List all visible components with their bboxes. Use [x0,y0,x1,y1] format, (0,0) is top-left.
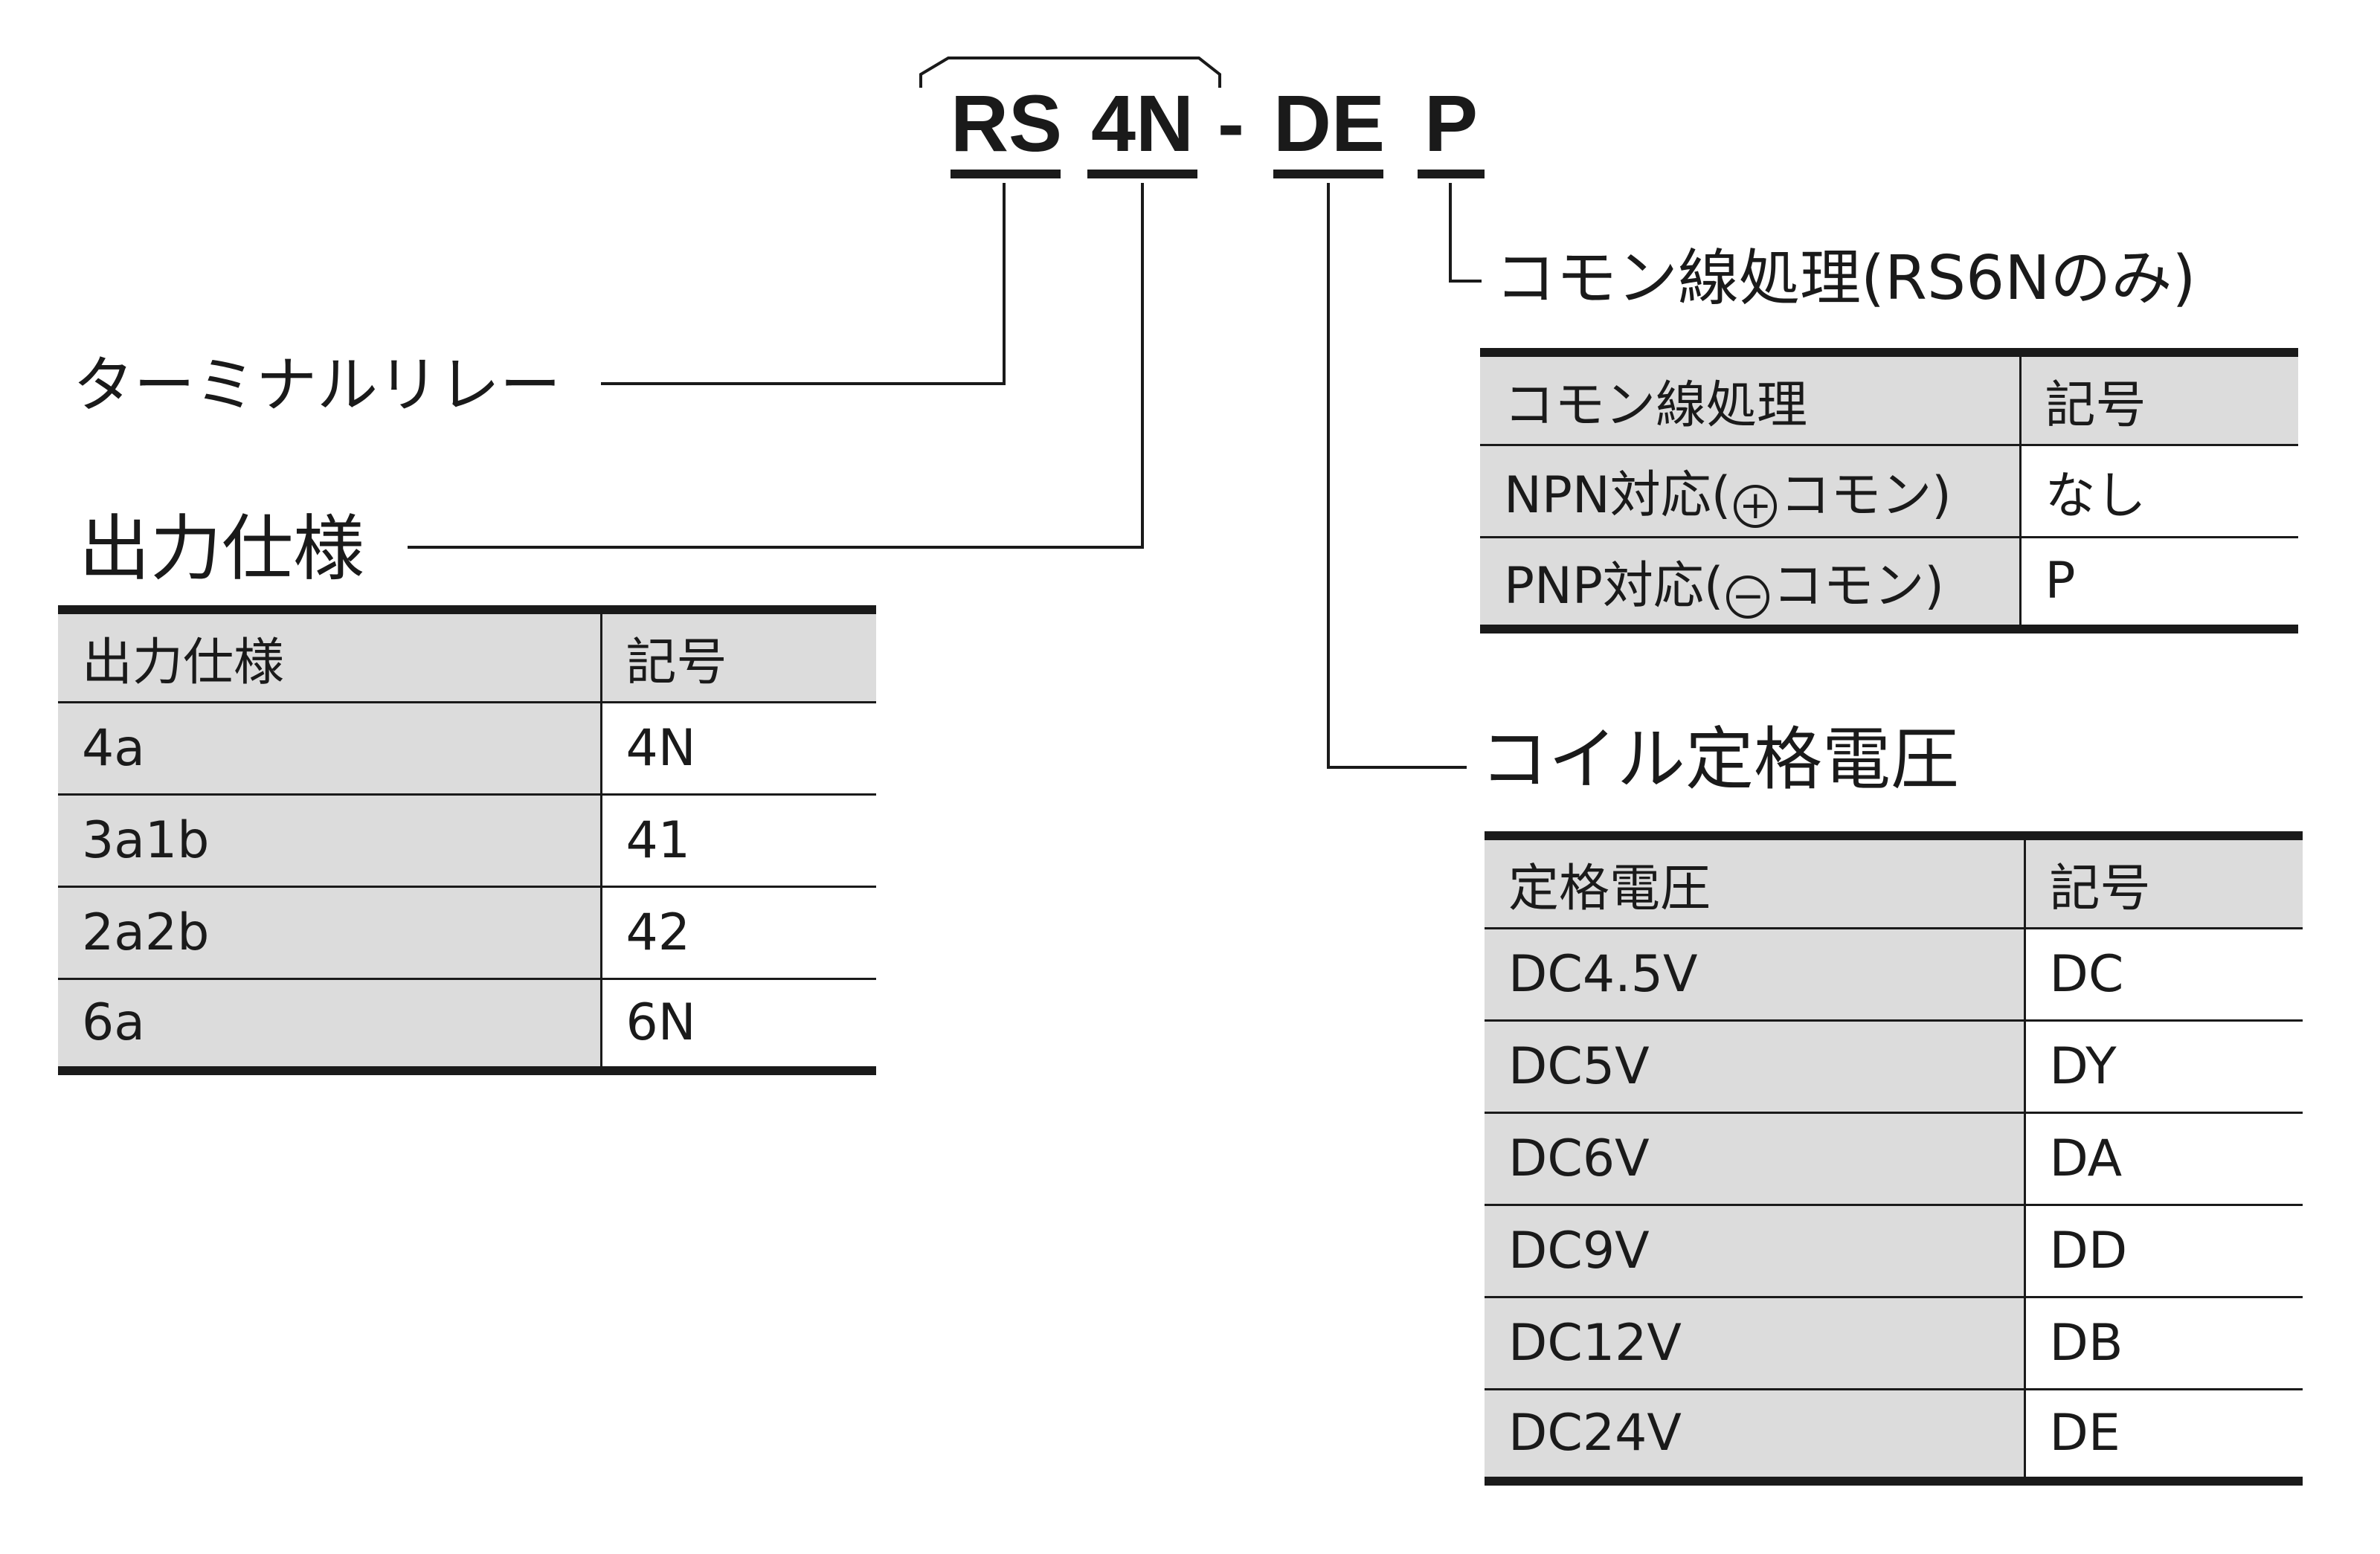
table-row: 2a2b 42 [58,886,876,980]
output-spec-table: 出力仕様 記号 4a 4N 3a1b 41 2a2b 42 6a 6N [58,605,876,1075]
voltage-cell: DC24V [1485,1389,2026,1481]
common-wire-table: コモン線処理 記号 NPN対応(+コモン) なし PNP対応(−コモン) P [1480,348,2298,633]
leader-common-wire [1449,183,1482,283]
code-output: 4N [1087,83,1197,178]
table-row: 6a 6N [58,978,876,1071]
label-coil-voltage: コイル定格電圧 [1480,720,1960,799]
table-row: DC4.5V DC [1485,928,2303,1022]
table-row: 3a1b 41 [58,794,876,888]
cell-text: NPN対応( [1504,466,1731,525]
voltage-cell: DC4.5V [1485,928,2026,1022]
leader-coil-voltage [1327,183,1467,769]
output-spec-cell: 6a [58,978,602,1071]
table-header: コモン線処理 記号 [1480,352,2298,446]
code-separator: - [1218,78,1244,168]
symbol-cell: DB [2024,1297,2303,1390]
voltage-cell: DC12V [1485,1297,2026,1390]
symbol-cell: P [2020,537,2298,629]
output-spec-cell: 4a [58,702,602,796]
cell-text: PNP対応( [1504,556,1724,616]
label-output-spec: 出力仕様 [79,507,364,590]
leader-terminal-relay [601,183,1006,385]
common-wire-cell: NPN対応(+コモン) [1480,445,2022,538]
label-terminal-relay: ターミナルリレー [73,350,562,421]
header-rated-voltage: 定格電圧 [1485,836,2026,929]
code-series: RS [951,83,1062,178]
voltage-cell: DC5V [1485,1020,2026,1114]
series-bracket [919,57,1221,88]
table-header: 出力仕様 記号 [58,610,876,703]
header-symbol: 記号 [2024,836,2303,929]
minus-circle-icon: − [1726,575,1770,619]
cell-text: コモン) [1772,556,1944,616]
symbol-cell: DC [2024,928,2303,1022]
leader-output-spec [408,183,1144,549]
common-wire-cell: PNP対応(−コモン) [1480,537,2022,629]
symbol-cell: DA [2024,1112,2303,1206]
output-spec-cell: 2a2b [58,886,602,980]
symbol-cell: 41 [601,794,876,888]
table-row: DC6V DA [1485,1112,2303,1206]
code-common: P [1418,83,1485,178]
table-row: DC24V DE [1485,1389,2303,1481]
table-row: DC9V DD [1485,1205,2303,1298]
coil-voltage-table: 定格電圧 記号 DC4.5V DC DC5V DY DC6V DA DC9V D… [1485,831,2303,1486]
table-row: NPN対応(+コモン) なし [1480,445,2298,538]
symbol-cell: 42 [601,886,876,980]
voltage-cell: DC9V [1485,1205,2026,1298]
symbol-cell: DY [2024,1020,2303,1114]
header-symbol: 記号 [2020,352,2298,446]
symbol-cell: DD [2024,1205,2303,1298]
code-voltage: DE [1273,83,1385,178]
table-row: PNP対応(−コモン) P [1480,537,2298,629]
cell-text: コモン) [1780,466,1952,525]
header-output-spec: 出力仕様 [58,610,602,703]
table-row: DC5V DY [1485,1020,2303,1114]
header-common-wire: コモン線処理 [1480,352,2022,446]
symbol-cell: 4N [601,702,876,796]
table-row: 4a 4N [58,702,876,796]
output-spec-cell: 3a1b [58,794,602,888]
header-symbol: 記号 [601,610,876,703]
label-common-wire: コモン線処理(RS6Nのみ) [1495,243,2196,314]
voltage-cell: DC6V [1485,1112,2026,1206]
symbol-cell: 6N [601,978,876,1071]
symbol-cell: DE [2024,1389,2303,1481]
plus-circle-icon: + [1734,485,1778,528]
table-row: DC12V DB [1485,1297,2303,1390]
table-header: 定格電圧 記号 [1485,836,2303,929]
symbol-cell: なし [2020,445,2298,538]
